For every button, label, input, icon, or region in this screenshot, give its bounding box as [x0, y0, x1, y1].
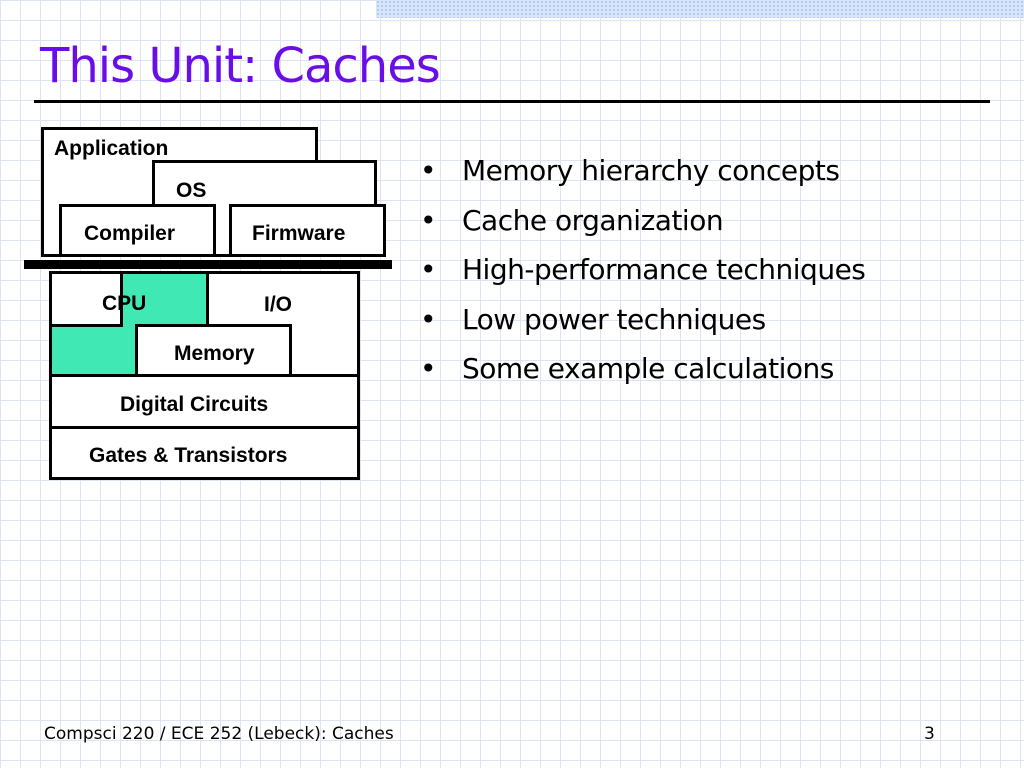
firmware-box [229, 204, 386, 257]
bullet-item: •High-performance techniques [420, 245, 866, 295]
memory-label: Memory [174, 342, 255, 365]
firmware-label: Firmware [252, 222, 346, 245]
bullet-list: •Memory hierarchy concepts •Cache organi… [420, 146, 866, 394]
digital-circuits-label: Digital Circuits [120, 393, 269, 416]
page-number: 3 [924, 724, 935, 744]
gates-transistors-label: Gates & Transistors [89, 444, 288, 467]
title-underline [34, 100, 990, 103]
bullet-icon: • [420, 352, 437, 385]
bullet-item: •Low power techniques [420, 295, 865, 345]
bullet-item: •Cache organization [420, 196, 865, 246]
os-label: OS [176, 179, 207, 202]
decorative-corner-pattern [376, 0, 1024, 18]
compiler-label: Compiler [84, 222, 176, 245]
bullet-icon: • [420, 302, 437, 336]
slide-footer: Compsci 220 / ECE 252 (Lebeck): Caches [44, 724, 394, 744]
gates-transistors-box [49, 426, 360, 480]
bullet-item: •Memory hierarchy concepts [420, 146, 865, 196]
cpu-highlight [120, 274, 206, 324]
bullet-icon: • [420, 253, 437, 286]
hardware-software-interface-bar [24, 260, 392, 269]
slide-title: This Unit: Caches [40, 38, 441, 94]
cpu-label: CPU [102, 292, 147, 315]
bullet-item: •Some example calculations [420, 344, 865, 394]
io-label: I/O [264, 293, 293, 316]
bullet-icon: • [420, 203, 437, 237]
cpu-white-notch [49, 271, 123, 327]
compiler-box [59, 204, 216, 257]
bullet-icon: • [420, 154, 437, 187]
application-label: Application [54, 137, 169, 160]
cpu-highlight-lower [52, 324, 136, 374]
